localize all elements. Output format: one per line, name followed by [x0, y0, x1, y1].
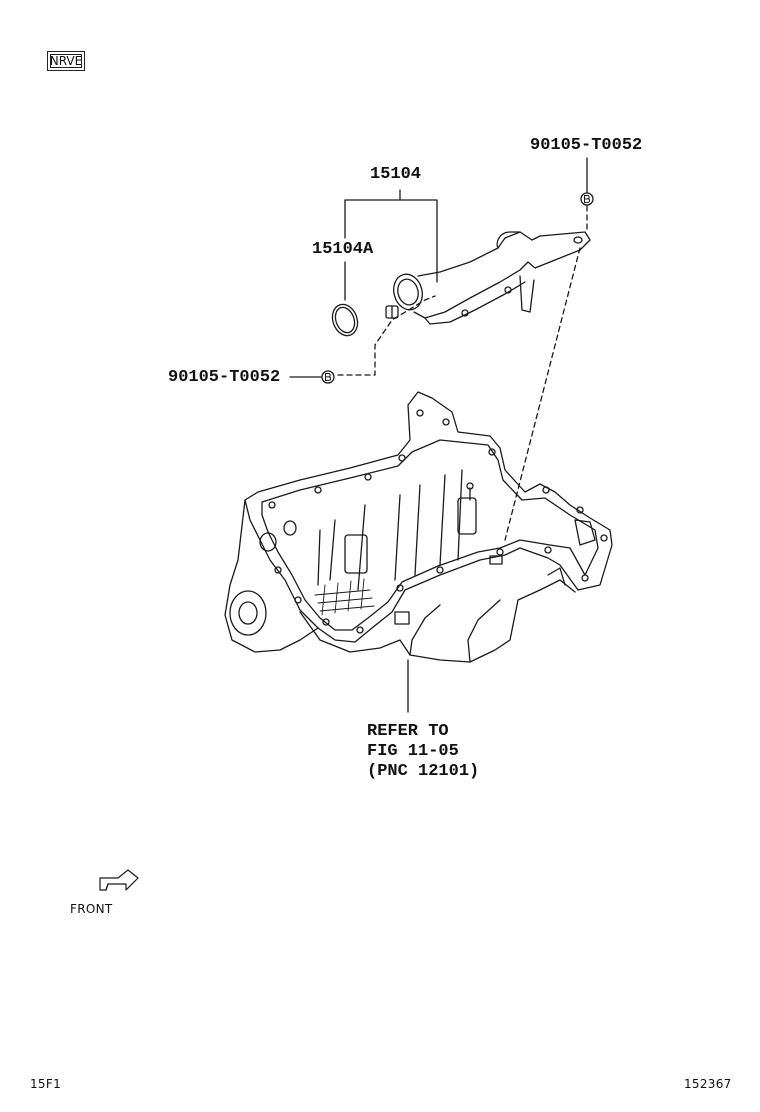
bolt-marker-icon: [580, 192, 594, 206]
bolt-marker-icon: [321, 370, 335, 384]
footer-left-code: 15F1: [30, 1077, 62, 1091]
front-label: FRONT: [70, 902, 113, 916]
assembly-dash-lines: [337, 205, 588, 541]
callout-bolt-upper: 90105-T0052: [530, 136, 643, 155]
leader-15104: [344, 189, 438, 283]
reference-line-3: (PNC 12101): [367, 762, 480, 781]
reference-line-2: FIG 11-05: [367, 742, 459, 761]
oil-pan-assembly: [224, 391, 613, 663]
callout-15104: 15104: [370, 165, 422, 184]
oil-strainer-15104: [385, 231, 591, 325]
callout-bolt-lower: 90105-T0052: [168, 368, 281, 387]
reference-line-1: REFER TO: [367, 722, 449, 741]
front-arrow-icon: [99, 869, 139, 891]
seal-ring-15104A: [331, 303, 359, 337]
callout-15104A: 15104A: [312, 240, 374, 259]
baffle-mesh: [314, 578, 375, 616]
footer-right-code: 152367: [684, 1077, 732, 1091]
flange-bolt-holes: [268, 409, 608, 634]
diagram-code-box: NRVE: [47, 51, 85, 71]
